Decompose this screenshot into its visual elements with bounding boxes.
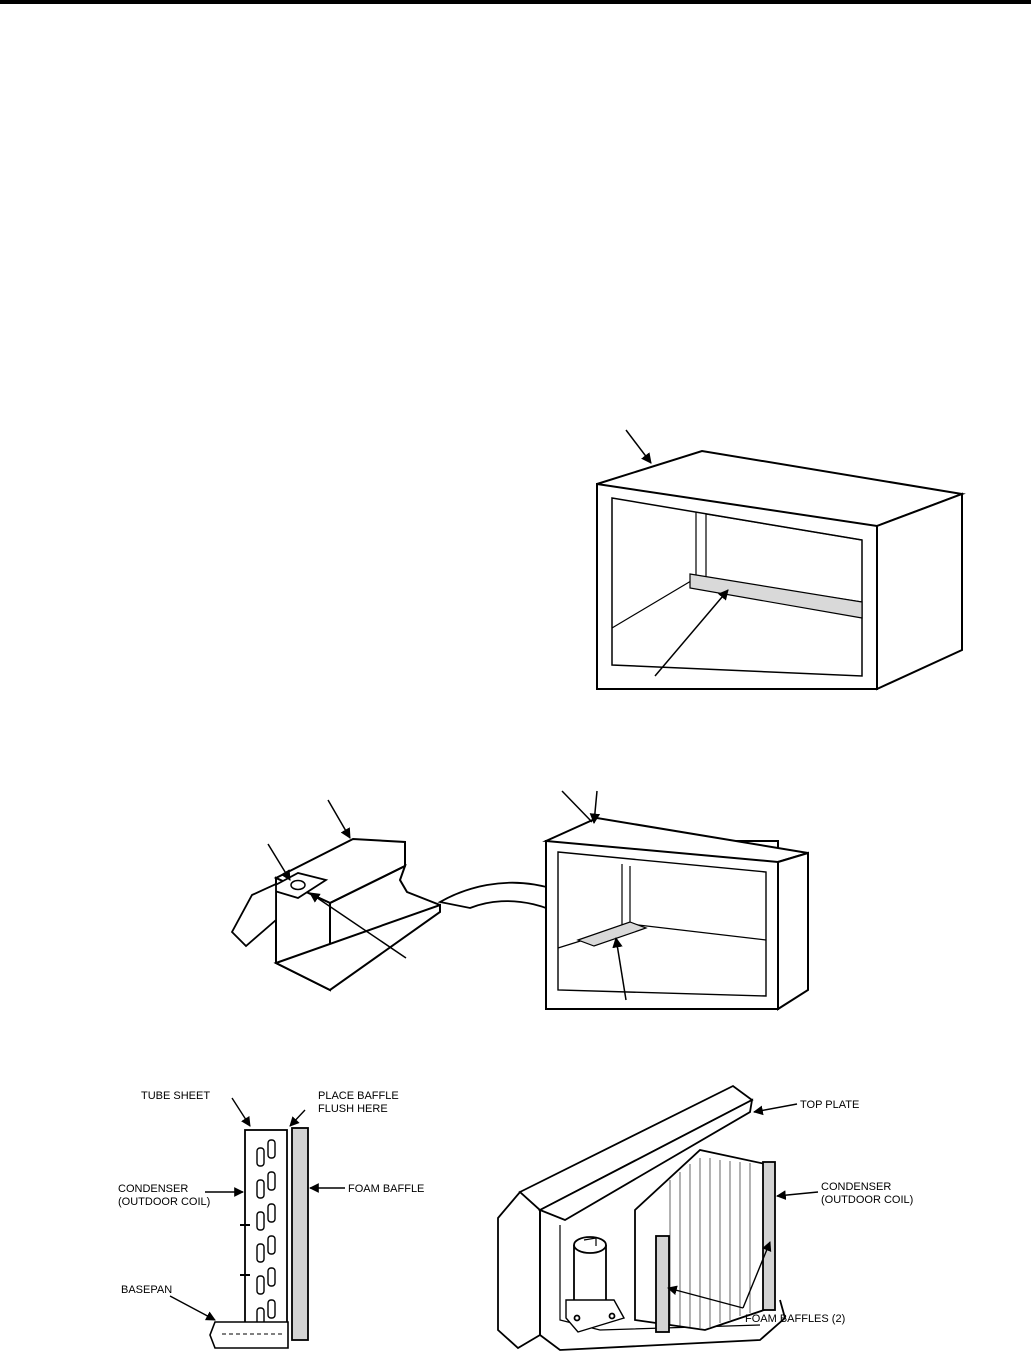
label-foam-baffle: FOAM BAFFLE <box>348 1183 424 1195</box>
chassis-front-panel <box>497 1190 541 1350</box>
sleeve-rail <box>689 573 863 619</box>
top-rule <box>0 0 1031 4</box>
foam-baffle-front <box>655 1235 670 1333</box>
label-condenser-left-2: (OUTDOOR COIL) <box>118 1196 210 1208</box>
label-place-baffle-1: PLACE BAFFLE <box>318 1090 399 1102</box>
rail-flange <box>230 882 277 948</box>
chassis-isometric <box>497 1084 819 1351</box>
foam-baffle <box>291 1127 309 1341</box>
compressor <box>565 1236 626 1333</box>
sleeve-leader-top <box>625 429 652 464</box>
bracket-hole <box>290 879 306 891</box>
rail-detail-figure-2 <box>230 790 809 1011</box>
sleeve2-front-frame <box>545 840 779 1010</box>
sleeve-right-face <box>876 492 963 691</box>
fin-slots <box>256 1139 276 1327</box>
tube-sheet-section <box>169 1097 345 1349</box>
label-condenser-right-1: CONDENSER <box>821 1181 891 1193</box>
coil-fins <box>669 1158 751 1328</box>
rail-leader <box>654 589 729 677</box>
label-basepan: BASEPAN <box>121 1284 172 1296</box>
label-top-plate: TOP PLATE <box>800 1099 859 1111</box>
rail-channel-bottom <box>273 903 441 992</box>
diagram-labels: TUBE SHEET PLACE BAFFLE FLUSH HERE CONDE… <box>118 1090 913 1325</box>
label-tube-sheet: TUBE SHEET <box>141 1090 210 1102</box>
top-plate <box>537 1098 754 1221</box>
basepan-section <box>209 1321 289 1349</box>
sleeve2-rail <box>576 921 648 947</box>
label-condenser-right-2: (OUTDOOR COIL) <box>821 1194 913 1206</box>
label-place-baffle-2: FLUSH HERE <box>318 1103 388 1115</box>
condenser-coil-section <box>244 1129 288 1341</box>
foam-baffle-rear <box>762 1161 776 1311</box>
label-condenser-left-1: CONDENSER <box>118 1183 188 1195</box>
label-foam-baffles-2: FOAM BAFFLES (2) <box>745 1313 845 1325</box>
wall-sleeve-figure-1 <box>596 429 966 691</box>
